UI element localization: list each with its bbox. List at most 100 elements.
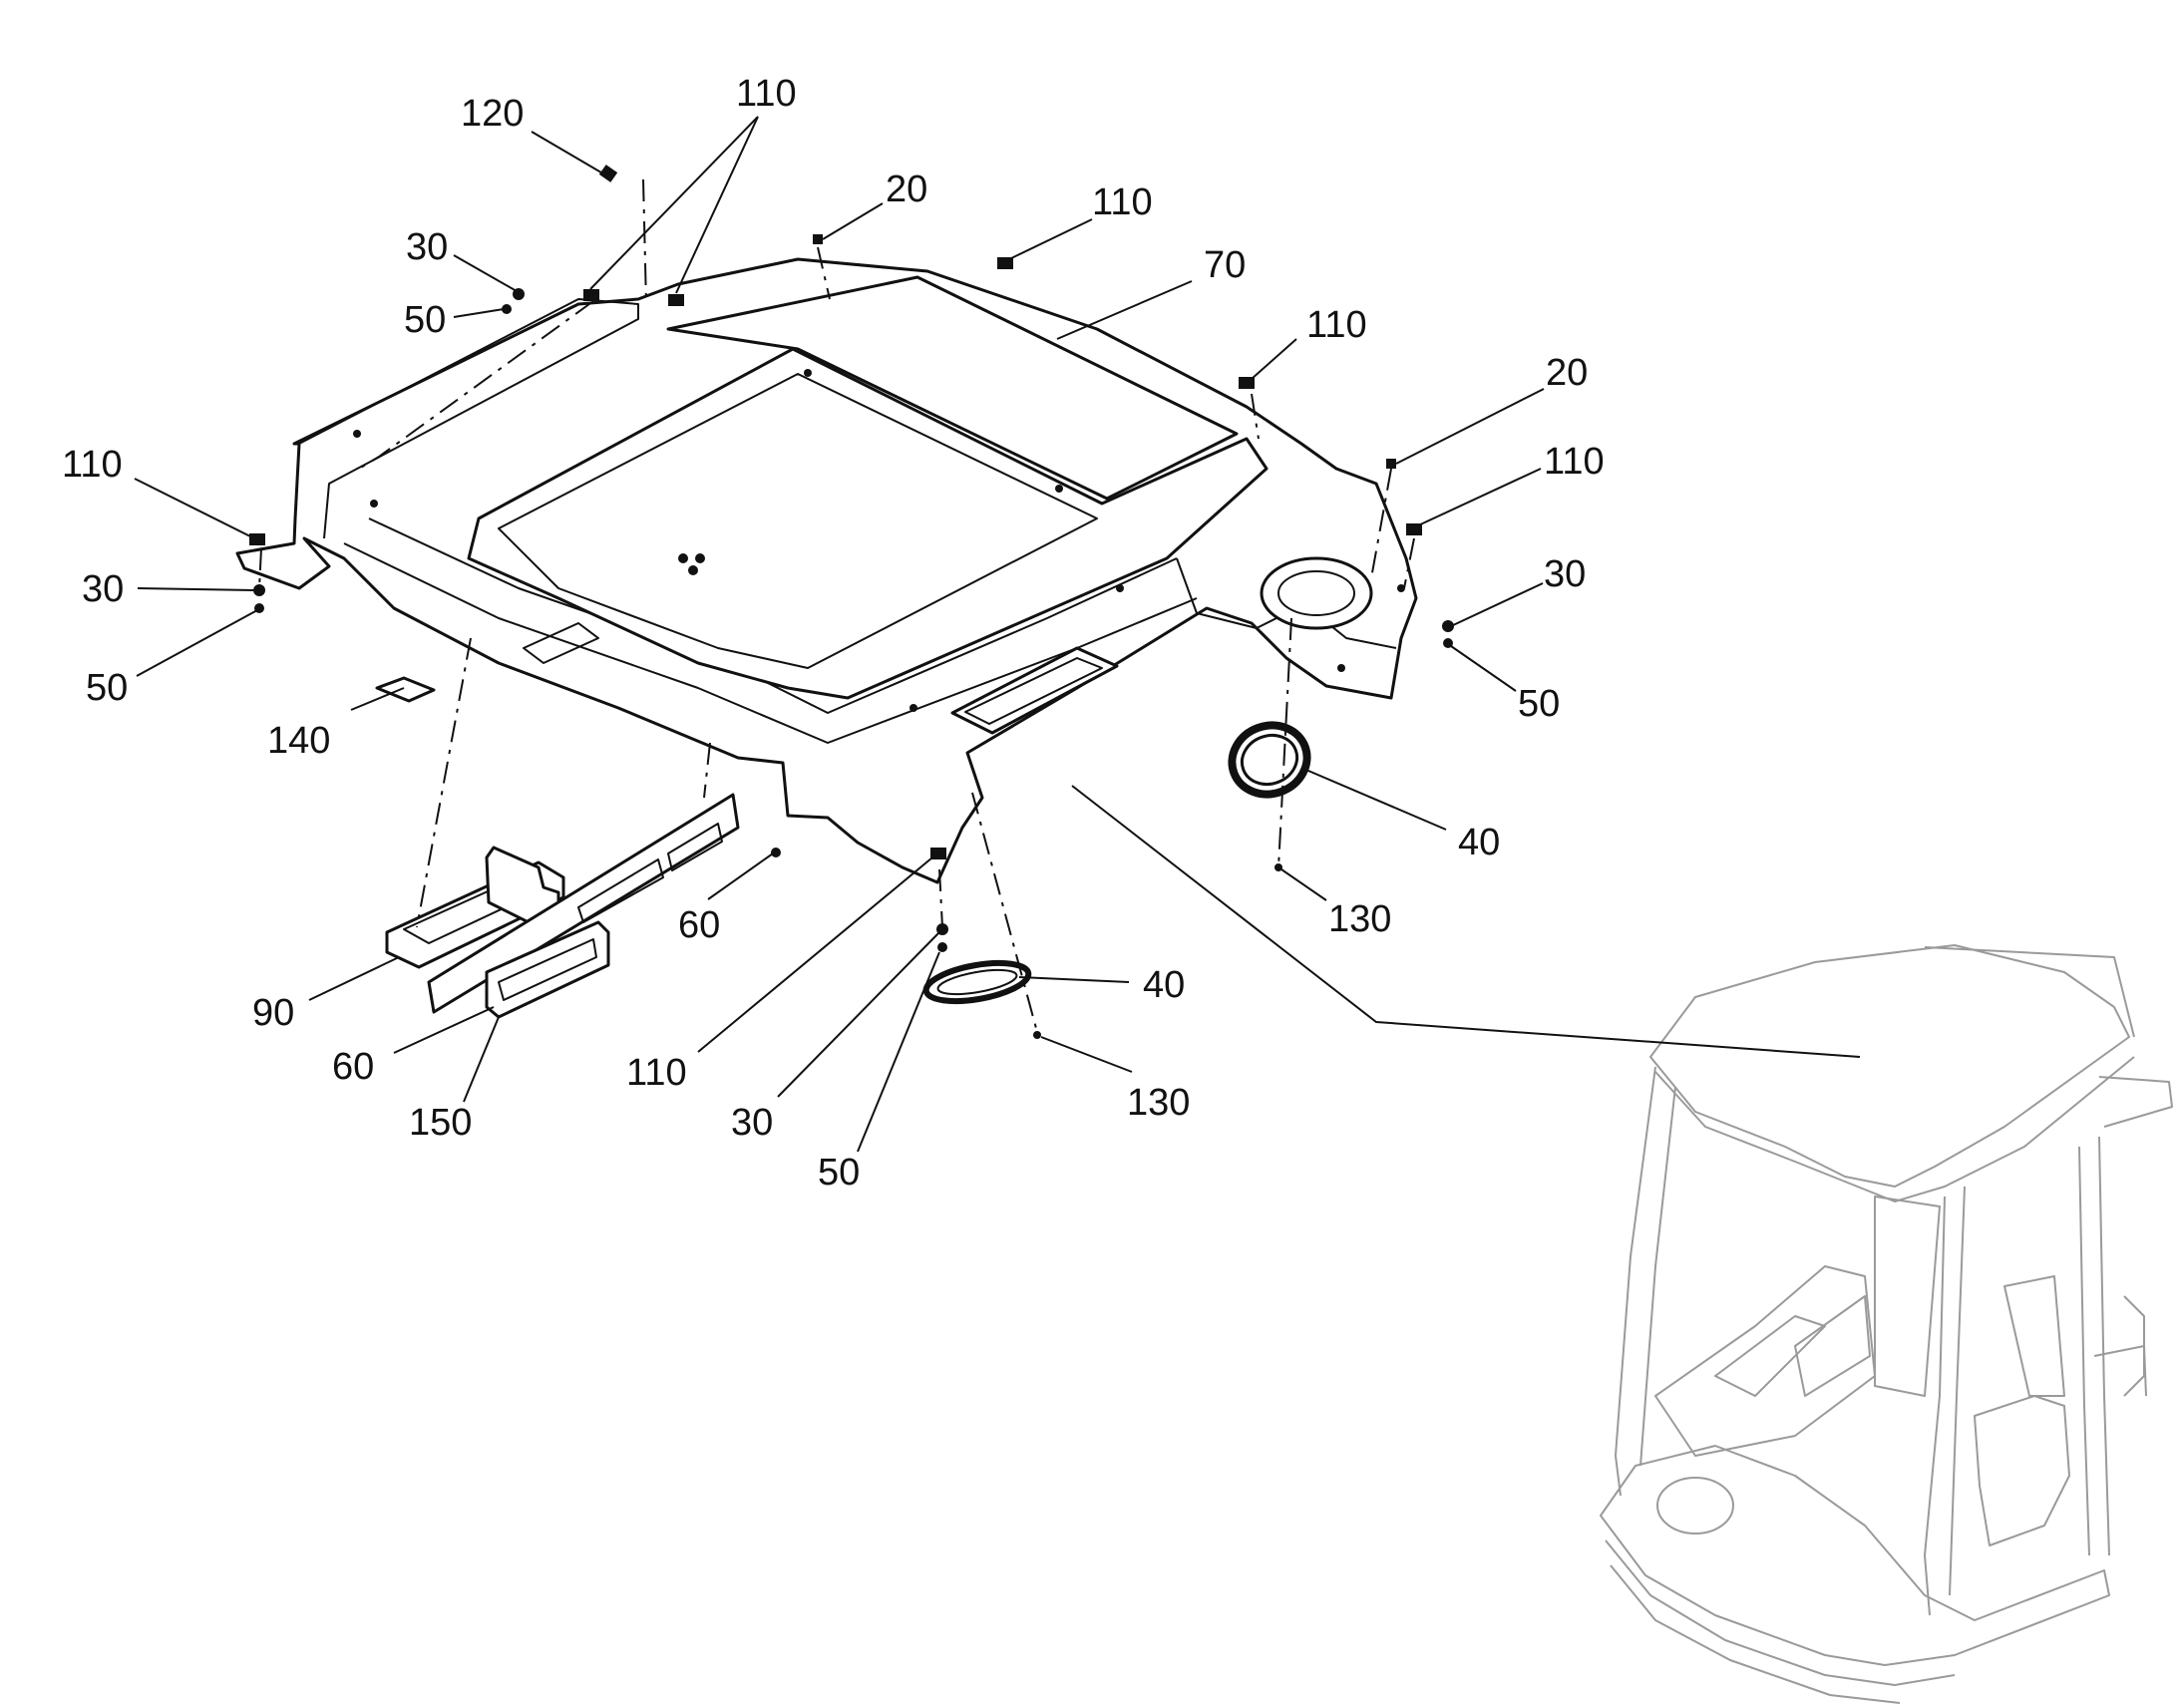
- leader-30-b: [1450, 582, 1544, 627]
- callout-50: 50: [818, 1152, 860, 1194]
- cab-front-pillar-left: [1615, 1066, 1656, 1497]
- part-40-seal-ring-left: [922, 959, 1032, 1005]
- leader-70: [1056, 280, 1193, 340]
- callout-40: 40: [1458, 822, 1500, 863]
- cab-dashboard: [1654, 1265, 1876, 1457]
- cab-steering-hub: [1656, 1477, 1734, 1535]
- roof-window-recess: [467, 347, 1269, 700]
- cab-roof-edge: [1654, 1056, 2135, 1202]
- leader-110-c: [1251, 338, 1297, 380]
- leader-150: [463, 1016, 500, 1103]
- callout-110: 110: [1306, 304, 1367, 346]
- callout-110: 110: [736, 73, 797, 115]
- leader-40-b: [1018, 976, 1130, 983]
- leader-20-b: [1395, 388, 1545, 465]
- roof-left-wing: [298, 298, 639, 539]
- part-60-screw: [771, 848, 781, 857]
- leader-130-a: [1280, 868, 1327, 901]
- callout-150: 150: [409, 1102, 472, 1144]
- assembly-centerlines: [258, 178, 1415, 1033]
- callout-90: 90: [252, 992, 294, 1034]
- leader-30-c: [137, 587, 255, 591]
- part-110-clip: [930, 848, 946, 859]
- part-30-washer: [1442, 620, 1454, 632]
- callout-20: 20: [886, 169, 927, 210]
- callout-30: 30: [82, 568, 124, 610]
- cab-side-rail: [2093, 1345, 2147, 1397]
- cab-reference-view: [1600, 944, 2173, 1704]
- roof-hole: [1055, 485, 1063, 493]
- callout-60: 60: [332, 1046, 374, 1088]
- leader-110-f: [697, 856, 933, 1053]
- exploded-components: [375, 676, 1311, 1019]
- roof-hole: [695, 553, 705, 563]
- callout-60: 60: [678, 904, 720, 946]
- callout-20: 20: [1546, 352, 1588, 394]
- roof-hole: [370, 500, 378, 508]
- centerline: [416, 637, 472, 928]
- cab-base: [1600, 1445, 2110, 1666]
- part-50-nut: [502, 304, 512, 314]
- centerline: [258, 547, 262, 589]
- roof-front-lip: [343, 542, 1198, 744]
- roof-rear-panel: [666, 275, 1239, 501]
- centerline: [938, 868, 943, 928]
- part-130-screw: [1274, 863, 1282, 871]
- centerline: [1251, 393, 1260, 440]
- cab-seat: [1974, 1395, 2070, 1546]
- part-40-seal-ring-right: [1228, 721, 1311, 799]
- roof-panel-assembly: [235, 257, 1418, 884]
- cab-roof-rail: [1924, 946, 2135, 1038]
- cab-seat-back: [2003, 1275, 2065, 1397]
- leader-50-d: [857, 951, 940, 1153]
- callout-50: 50: [1518, 683, 1560, 725]
- roof-side-skirt: [1176, 557, 1287, 629]
- roof-hole: [804, 369, 812, 377]
- roof-hole: [688, 565, 698, 575]
- leader-lines: [134, 116, 1861, 1153]
- cab-dashboard-panel: [1794, 1295, 1871, 1397]
- leader-50-a: [453, 308, 505, 318]
- cab-rear-pillar: [2098, 1136, 2110, 1556]
- roof-hole: [1337, 664, 1345, 672]
- callout-50: 50: [404, 299, 446, 341]
- leader-50-c: [136, 609, 258, 677]
- roof-hole: [1116, 584, 1124, 592]
- cab-rear-mount: [2123, 1295, 2145, 1397]
- centerline: [642, 178, 647, 305]
- callout-140: 140: [267, 720, 330, 762]
- leader-50-b: [1450, 645, 1517, 692]
- leader-140: [350, 687, 405, 711]
- part-60-plate-cutout: [667, 823, 723, 871]
- callout-30: 30: [406, 226, 448, 268]
- roof-hole: [353, 430, 361, 438]
- roof-tray-slot-inner: [964, 657, 1103, 725]
- cab-front-pillar-right: [1924, 1196, 1946, 1616]
- part-50-nut: [937, 942, 947, 952]
- cab-dashboard-detail: [1714, 1315, 1826, 1397]
- centerline: [1370, 468, 1392, 579]
- part-140-label: [375, 676, 436, 703]
- leader-cab-reference: [1071, 785, 1861, 1058]
- roof-tray-slot: [950, 646, 1119, 735]
- leader-40-a: [1300, 767, 1447, 831]
- callout-40: 40: [1143, 964, 1185, 1006]
- part-130-screw: [1033, 1031, 1041, 1039]
- callout-110: 110: [626, 1052, 687, 1094]
- leader-130-b: [1040, 1036, 1133, 1073]
- leader-110-a: [589, 116, 759, 290]
- roof-window-inner: [498, 373, 1098, 669]
- leader-20-a: [822, 202, 884, 240]
- cab-base-step: [1605, 1539, 1956, 1686]
- centerline: [1403, 537, 1415, 589]
- leader-60-b: [393, 1006, 495, 1054]
- leader-110-b: [1008, 218, 1093, 260]
- leader-110-e: [134, 478, 255, 539]
- part-60-plate-cutout: [577, 858, 664, 923]
- roof-rear-panel-edge: [797, 348, 1108, 500]
- cab-front-pillar-right-inner: [1949, 1186, 1966, 1596]
- callout-110: 110: [1544, 441, 1605, 483]
- roof-vent-ring: [1260, 556, 1373, 630]
- centerline: [358, 300, 594, 470]
